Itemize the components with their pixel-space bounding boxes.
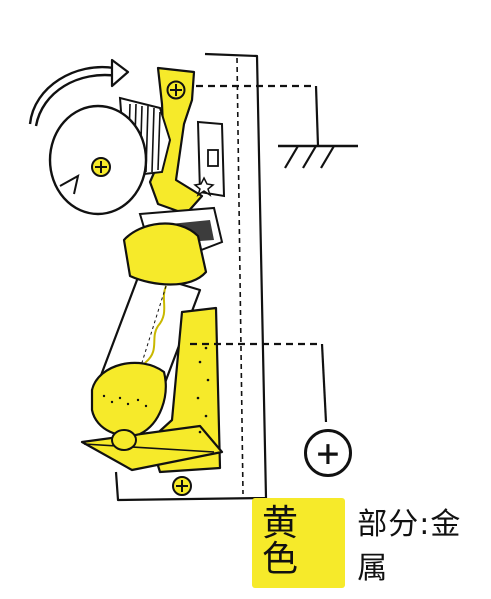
board-dashed-edge bbox=[236, 57, 244, 495]
legend-description: 部分:金属 bbox=[357, 507, 462, 586]
legend-yellow-swatch: 黄色 bbox=[252, 498, 346, 588]
color-legend: 黄色 部分:金属 bbox=[252, 498, 491, 588]
cap-stipple bbox=[102, 394, 148, 408]
ground-symbol-icon bbox=[196, 84, 358, 169]
spark-icon bbox=[193, 176, 215, 197]
positive-terminal-icon: + bbox=[304, 429, 352, 477]
dial-notch bbox=[59, 174, 80, 195]
rotation-arrow-icon bbox=[28, 58, 130, 127]
dial-center-screw-icon bbox=[91, 157, 111, 177]
fuse-lower-nub bbox=[111, 429, 137, 451]
bracket-stipple bbox=[196, 346, 210, 434]
clip-slot bbox=[207, 149, 219, 167]
fuse-upper-cap bbox=[122, 222, 208, 286]
bracket-fold-line bbox=[83, 443, 215, 453]
top-screw-icon bbox=[166, 80, 186, 100]
fuse-lower-cap bbox=[90, 361, 167, 437]
bottom-screw-icon bbox=[172, 476, 192, 496]
positive-wire bbox=[190, 342, 328, 423]
